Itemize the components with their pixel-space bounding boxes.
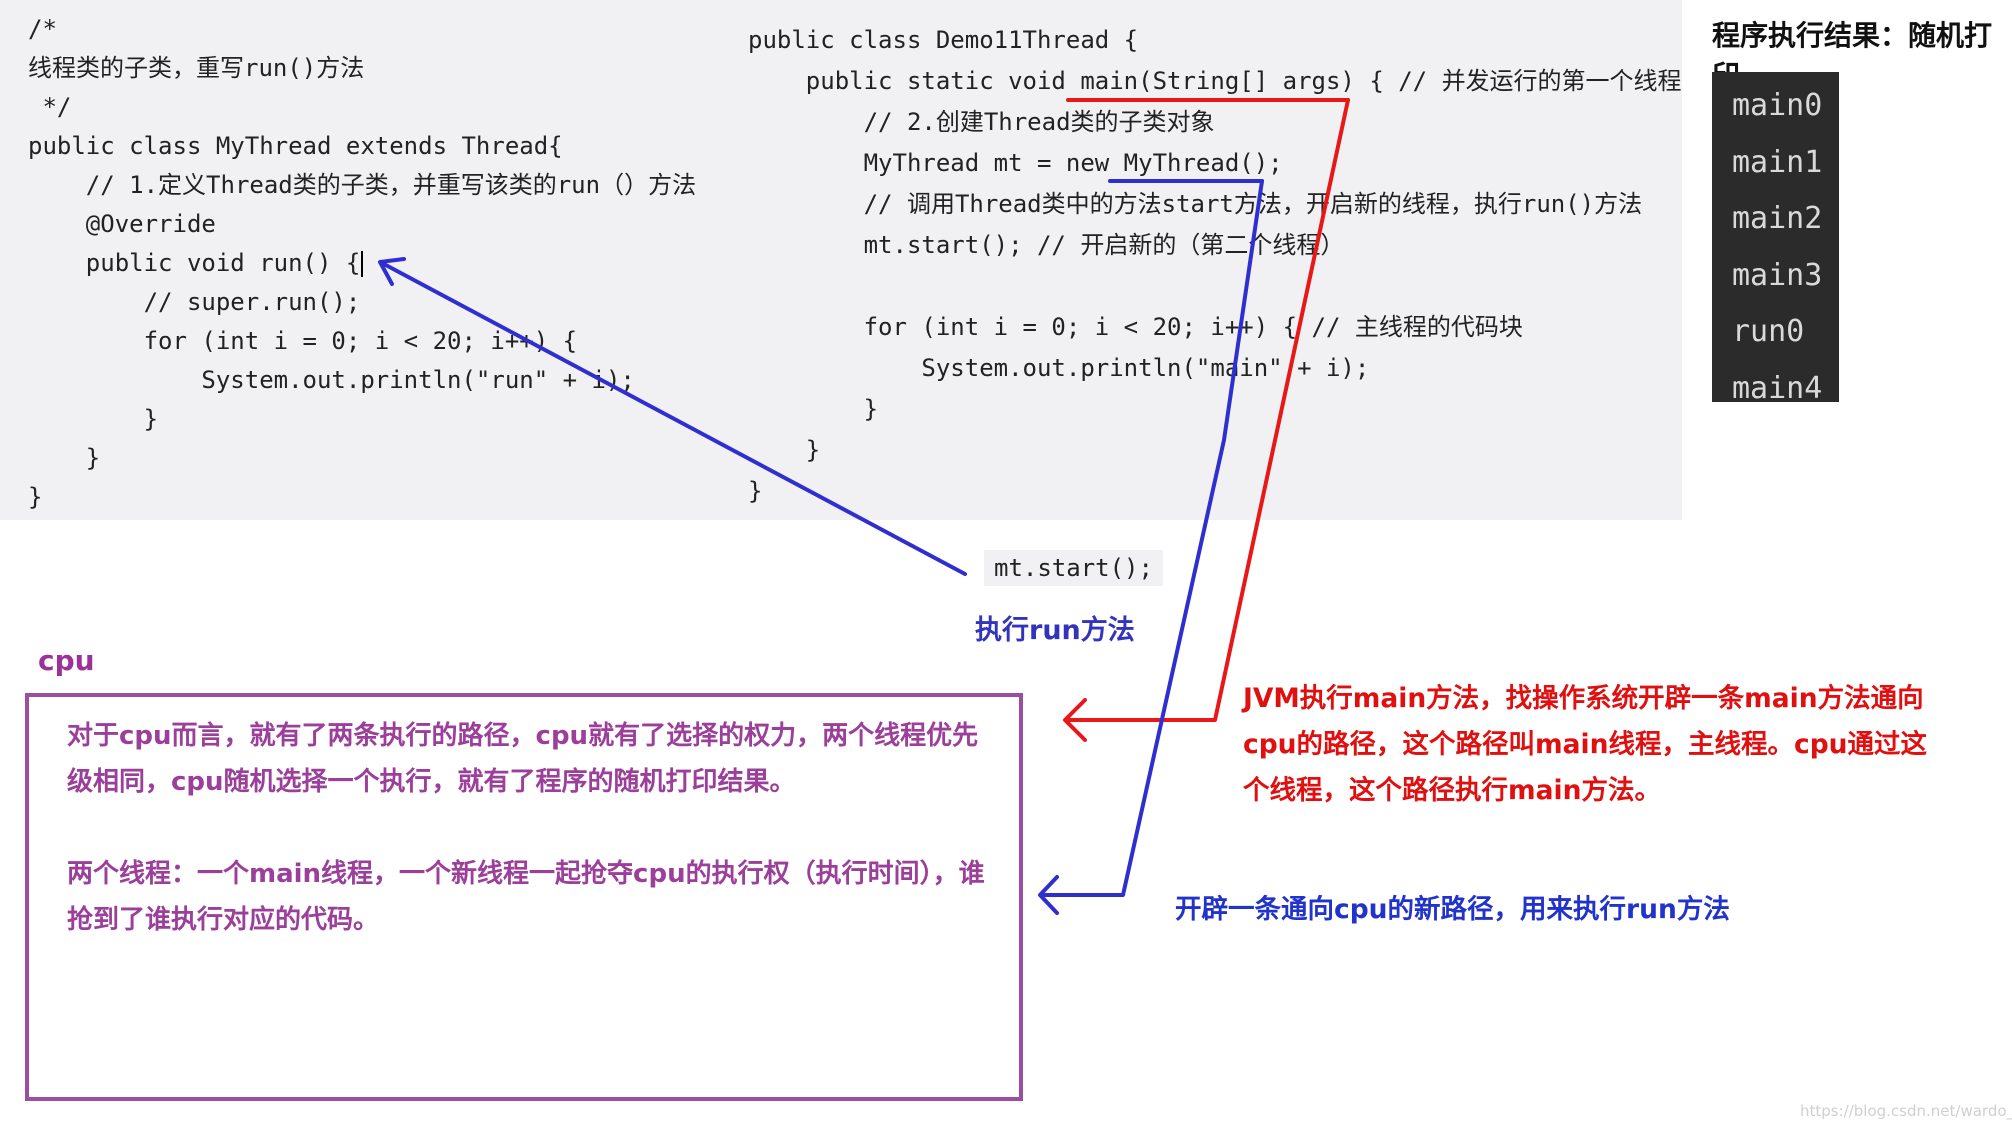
new-path-line [1040,179,1264,897]
code-line: } [28,405,159,433]
code-line: // super.run(); [28,288,361,316]
code-line: @Override [28,210,216,238]
mythread-code: /* 线程类的子类，重写run()方法 */ public class MyThre… [28,10,696,517]
code-line: for (int i = 0; i < 20; i++) { [28,327,578,355]
watermark: https://blog.csdn.net/wardo_l [1800,1102,2012,1120]
console-line: main2 [1732,201,1823,236]
cpu-explanation-1: 对于cpu而言，就有了两条执行的路径，cpu就有了选择的权力，两个线程优先级相同… [67,721,979,797]
cpu-box: 对于cpu而言，就有了两条执行的路径，cpu就有了选择的权力，两个线程优先级相同… [25,693,1023,1101]
new-thread-arrow [1038,179,1264,915]
cpu-explanation-2: 两个线程：一个main线程，一个新线程一起抢夺cpu的执行权（执行时间），谁抢到… [67,859,985,935]
code-line: mt.start(); // 开启新的（第二个线程） [748,231,1345,259]
main-path-line [1068,98,1350,722]
code-line: */ [28,93,72,121]
code-line: 线程类的子类，重写run()方法 [28,54,365,82]
code-line: /* [28,15,57,43]
run-method-label: 执行run方法 [975,615,1135,646]
console-output: main0 main1 main2 main3 run0 main4 [1712,72,1839,406]
code-line-text: public void run() { [28,249,361,277]
code-line: // 调用Thread类中的方法start方法，开启新的线程，执行run()方法 [748,190,1643,218]
code-line: // 1.定义Thread类的子类，并重写该类的run（）方法 [28,171,697,199]
code-line: } [748,477,763,505]
code-panel [0,0,1682,520]
new-path-arrowhead-icon [1038,875,1059,915]
code-line: public class Demo11Thread { [748,26,1139,54]
new-thread-path-note: 开辟一条通向cpu的新路径，用来执行run方法 [1175,894,1730,925]
console-line: main1 [1732,144,1823,180]
console-line: main3 [1732,257,1823,293]
code-line: System.out.println("run" + i); [28,366,635,394]
start-to-run-arrow [378,257,967,576]
code-line: } [28,444,101,472]
text-caret [361,251,364,277]
code-line: } [748,436,821,464]
console-line: main4 [1732,370,1823,406]
console-line: main0 [1732,88,1823,123]
main-arrowhead-icon [1063,698,1087,742]
code-line: // 2.创建Thread类的子类对象 [748,108,1215,136]
start-run-line [380,261,967,576]
code-line: } [28,483,43,511]
code-line: System.out.println("main" + i); [748,354,1370,382]
code-line: } [748,395,879,423]
start-run-arrowhead-icon [378,257,406,286]
demo11thread-code: public class Demo11Thread { public stati… [748,20,1682,512]
code-line: public class MyThread extends Thread{ [28,132,563,160]
main-thread-arrow [1063,98,1350,742]
code-line: public static void main(String[] args) {… [748,67,1682,95]
cpu-label: cpu [38,644,95,677]
mt-start-snippet: mt.start(); [984,550,1163,586]
jvm-main-thread-note: JVM执行main方法，找操作系统开辟一条main方法通向cpu的路径，这个路径… [1243,683,1928,806]
console-line: run0 [1732,314,1805,349]
code-line-run: public void run() { [28,244,696,283]
code-line: MyThread mt = new MyThread(); [748,149,1283,177]
